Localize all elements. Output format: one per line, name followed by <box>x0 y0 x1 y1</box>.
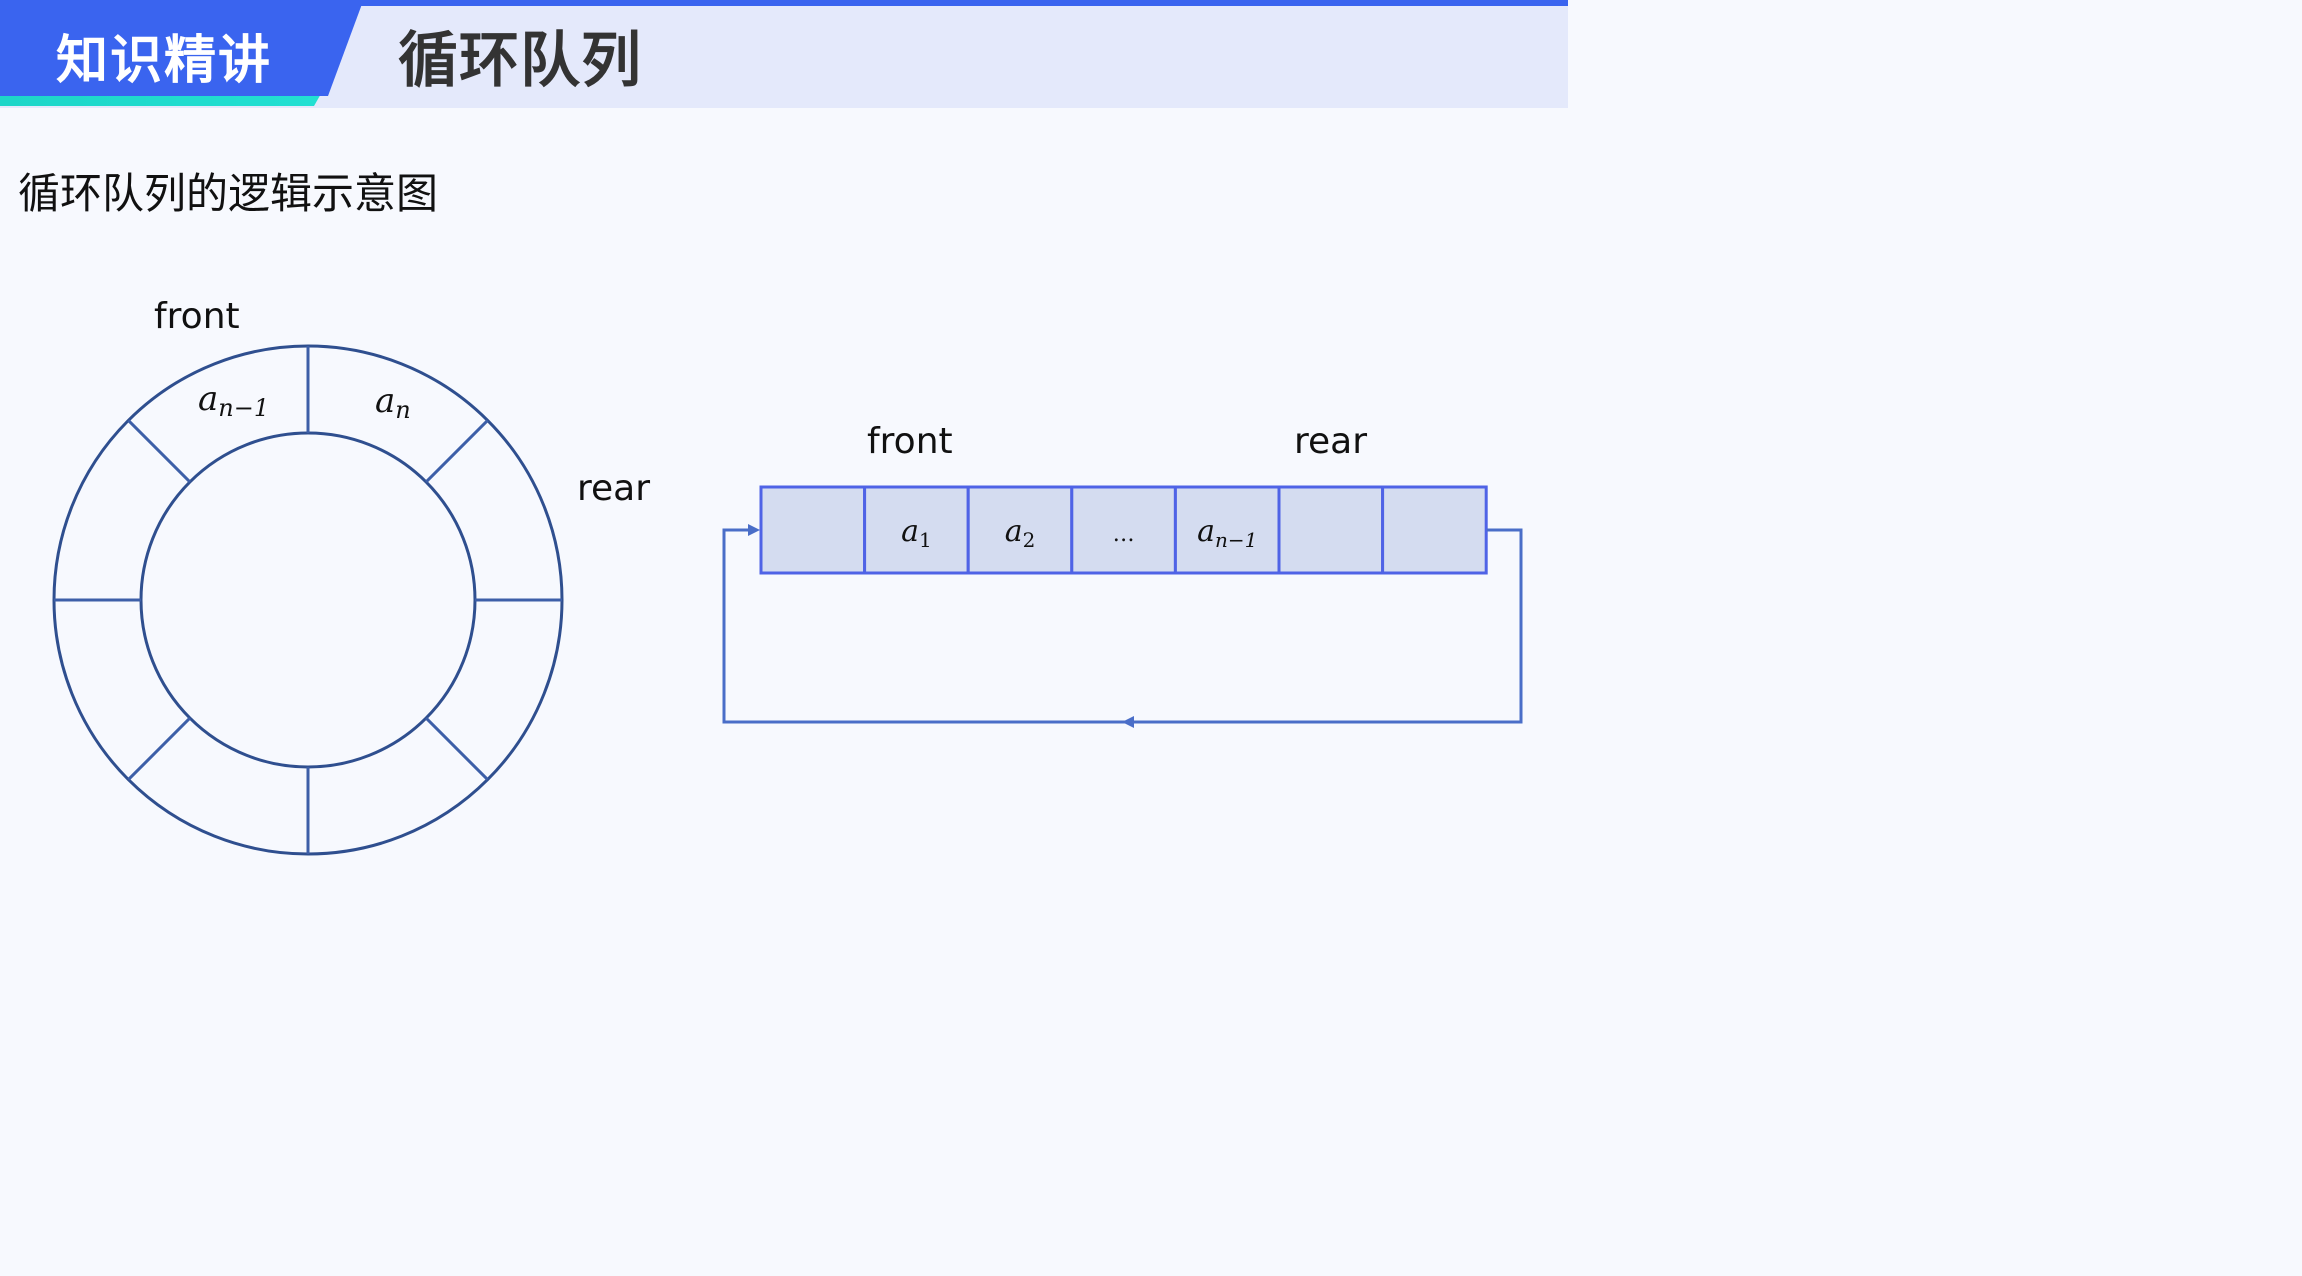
array-cell <box>1070 485 1177 575</box>
array-cell <box>759 485 867 575</box>
linear-queue-array: front rear a1 a2 … an−1 <box>722 421 1523 728</box>
ring-divider <box>127 419 191 483</box>
ring-divider <box>425 717 489 781</box>
queue-diagram-canvas: front rear an−1 an front rear a1 a2 … an−1 <box>52 296 1523 856</box>
section-heading: 循环队列的逻辑示意图 <box>18 169 439 218</box>
ring-rear-label: rear <box>577 468 650 509</box>
page-title: 循环队列 <box>398 26 642 96</box>
array-cell-label: a1 <box>901 514 932 552</box>
array-cell <box>1381 485 1488 575</box>
array-cell-label: an−1 <box>1197 514 1257 552</box>
array-rear-label: rear <box>1294 421 1367 462</box>
ring-cell-a-n-minus-1: an−1 <box>198 379 269 422</box>
ring-cell-a-n: an <box>375 381 411 424</box>
array-cell <box>1173 485 1281 575</box>
ring-divider <box>127 717 191 781</box>
wraparound-arrowhead-bottom <box>1122 716 1134 728</box>
ring-inner-circle <box>139 431 477 769</box>
circular-queue-ring: front rear an−1 an <box>52 296 650 856</box>
ring-dividers <box>54 346 562 854</box>
array-cell <box>966 485 1074 575</box>
header-tag-label: 知识精讲 <box>56 31 273 91</box>
array-cell-label: a2 <box>1005 514 1036 552</box>
ring-divider <box>425 419 489 483</box>
array-cells: a1 a2 … an−1 <box>759 485 1488 575</box>
wraparound-arrowhead-into-first-cell <box>748 524 760 536</box>
header-tag-shape <box>0 4 362 106</box>
array-front-label: front <box>867 421 953 462</box>
array-cell-label: … <box>1113 522 1135 547</box>
array-cell <box>1277 485 1385 575</box>
ring-front-label: front <box>154 296 240 337</box>
